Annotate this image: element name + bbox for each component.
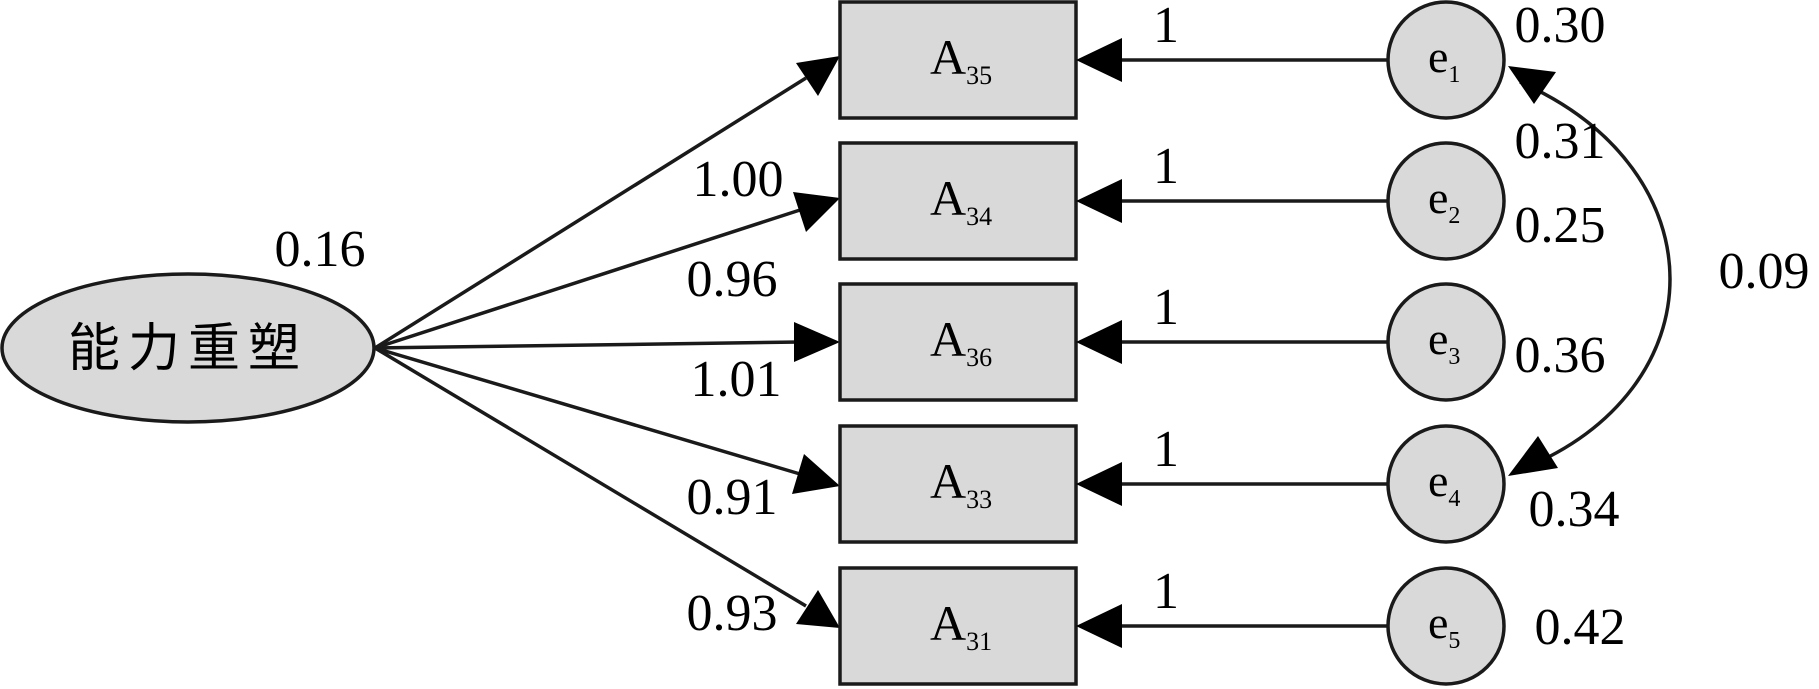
loading-path-a34 [374, 208, 801, 350]
path-label-e1: 1 [1153, 0, 1179, 54]
error-arrowhead-e1 [1076, 38, 1122, 82]
indicator-a31: A31 [838, 566, 1078, 686]
loading-label-a33: 1.01 [691, 351, 782, 408]
loading-path-a35 [374, 76, 807, 350]
error-e4: e4 [1386, 424, 1506, 544]
svg-text:e4: e4 [1428, 455, 1460, 512]
loading-arrowhead-a31 [796, 590, 840, 628]
indicator-a36-sub: 36 [966, 343, 992, 372]
covariance-e1-e4 [1508, 66, 1672, 476]
loading-path-a36 [374, 340, 801, 350]
svg-text:e5: e5 [1428, 597, 1460, 654]
svg-text:A33: A33 [930, 453, 992, 514]
covariance-arrowhead-top [1508, 66, 1556, 104]
error-e3: e3 [1386, 282, 1506, 402]
error-e5-sub: 5 [1448, 628, 1460, 654]
error-arrowhead-e4 [1076, 462, 1122, 506]
loading-label-extra: 0.93 [687, 585, 778, 642]
error-arrowhead-e2 [1076, 179, 1122, 223]
indicator-a34-sub: 34 [966, 202, 992, 231]
error-e2: e2 [1386, 141, 1506, 261]
indicator-a35: A35 [838, 0, 1078, 120]
latent-factor: 能力重塑 [0, 272, 376, 424]
covariance-label-top: 0.31 [1515, 113, 1606, 170]
indicator-a33-main: A [930, 453, 966, 509]
indicator-a33: A33 [838, 424, 1078, 544]
error-variance-e4: 0.34 [1529, 481, 1620, 538]
loading-label-a36: 0.96 [687, 251, 778, 308]
error-variance-e2: 0.25 [1515, 197, 1606, 254]
latent-factor-label: 能力重塑 [68, 319, 308, 379]
loading-arrowhead-a33 [792, 454, 840, 494]
loading-label-a34: 1.00 [693, 151, 784, 208]
error-e5: e5 [1386, 566, 1506, 686]
latent-variance-label: 0.16 [275, 221, 366, 278]
loading-paths [374, 56, 840, 628]
error-arrowhead-e5 [1076, 604, 1122, 648]
error-e1-sub: 1 [1448, 62, 1460, 88]
covariance-label: 0.09 [1719, 243, 1810, 300]
svg-text:e3: e3 [1428, 313, 1460, 370]
error-arrowhead-e3 [1076, 320, 1122, 364]
path-label-e2: 1 [1153, 138, 1179, 195]
indicator-a35-sub: 35 [966, 61, 992, 90]
covariance-curve [1519, 80, 1672, 472]
path-label-e3: 1 [1153, 279, 1179, 336]
svg-text:A35: A35 [930, 29, 992, 90]
loading-label-a31: 0.91 [687, 469, 778, 526]
indicator-a36-main: A [930, 311, 966, 367]
error-variance-e5: 0.42 [1535, 599, 1626, 656]
error-e4-sub: 4 [1448, 486, 1460, 512]
error-e1: e1 [1386, 0, 1506, 120]
svg-text:e1: e1 [1428, 31, 1460, 88]
loading-arrowhead-a34 [793, 192, 840, 232]
indicator-a31-main: A [930, 595, 966, 651]
error-variance-e1: 0.30 [1515, 0, 1606, 54]
error-variance-e3: 0.36 [1515, 327, 1606, 384]
path-label-e5: 1 [1153, 563, 1179, 620]
error-e5-main: e [1428, 597, 1448, 648]
error-e1-main: e [1428, 31, 1448, 82]
loading-path-a33 [374, 346, 801, 476]
error-e4-main: e [1428, 455, 1448, 506]
svg-text:e2: e2 [1428, 172, 1460, 229]
covariance-arrowhead-bottom [1508, 436, 1558, 476]
indicator-a34-main: A [930, 170, 966, 226]
path-label-e4: 1 [1153, 421, 1179, 478]
indicator-a31-sub: 31 [966, 627, 992, 656]
loading-path-a31 [374, 346, 807, 608]
loading-arrowhead-a35 [796, 56, 840, 96]
indicator-a35-main: A [930, 29, 966, 85]
svg-text:A36: A36 [930, 311, 992, 372]
svg-text:A34: A34 [930, 170, 992, 231]
loading-arrowhead-a36 [794, 322, 840, 362]
svg-text:A31: A31 [930, 595, 992, 656]
indicator-a34: A34 [838, 141, 1078, 261]
error-e2-main: e [1428, 172, 1448, 223]
indicator-a36: A36 [838, 282, 1078, 402]
error-e3-sub: 3 [1448, 344, 1460, 370]
error-paths [1076, 38, 1388, 648]
error-e2-sub: 2 [1448, 203, 1460, 229]
error-e3-main: e [1428, 313, 1448, 364]
indicator-a33-sub: 33 [966, 485, 992, 514]
